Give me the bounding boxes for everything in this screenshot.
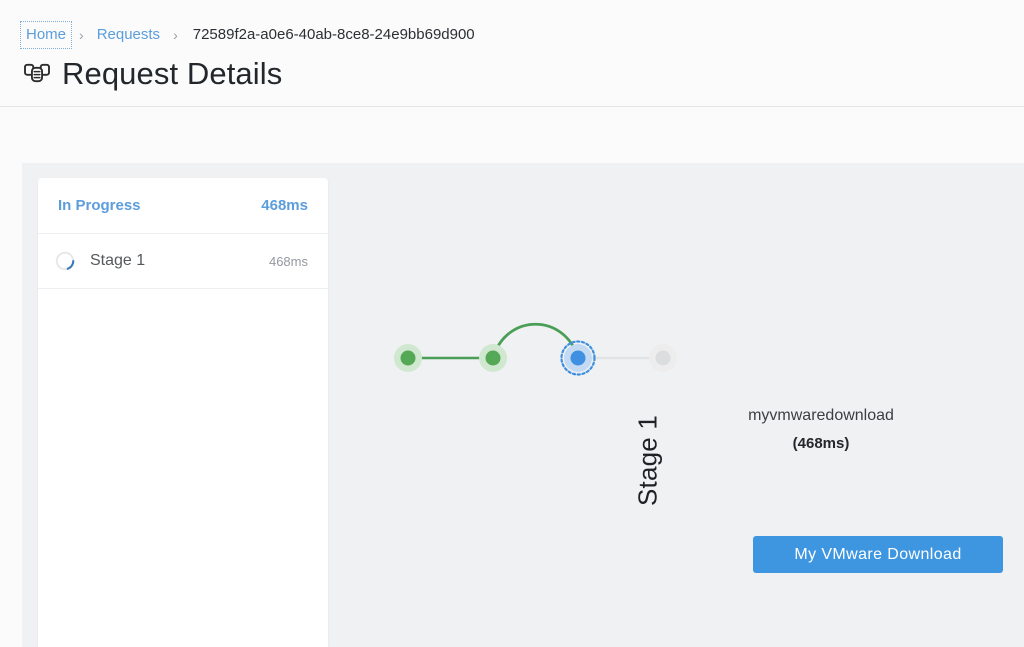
stage-list-panel: In Progress 468ms Stage 1 468ms — [38, 178, 328, 647]
breadcrumb-link-requests[interactable]: Requests — [96, 26, 161, 43]
stage-list-item-label: Stage 1 — [90, 252, 146, 269]
graph-node-label: myvmwaredownload (468ms) — [706, 402, 936, 458]
request-status-header[interactable]: In Progress 468ms — [38, 178, 328, 234]
stage-list-item[interactable]: Stage 1 468ms — [38, 234, 328, 289]
breadcrumb-link-home[interactable]: Home — [19, 21, 73, 49]
spinner-icon — [55, 251, 75, 271]
status-duration: 468ms — [261, 197, 308, 214]
status-badge: In Progress — [58, 197, 141, 214]
content-panel: In Progress 468ms Stage 1 468ms — [22, 163, 1024, 647]
page-header: Home › Requests › 72589f2a-a0e6-40ab-8ce… — [0, 0, 1024, 107]
stage-graph-canvas — [394, 323, 677, 376]
graph-node-active[interactable] — [560, 340, 596, 376]
graph-edge — [491, 323, 580, 360]
graph-node-label-duration: (468ms) — [792, 435, 850, 452]
graph-node-completed[interactable] — [479, 344, 507, 372]
graph-node-completed[interactable] — [394, 344, 422, 372]
stage-list-item-duration: 468ms — [268, 253, 308, 269]
stage-axis-label: Stage 1 — [632, 414, 663, 507]
stage-graph: myvmwaredownload (468ms) Stage 1 My VMwa… — [328, 163, 1024, 647]
graph-node-pending[interactable] — [649, 344, 677, 372]
cluster-icon — [24, 63, 50, 83]
breadcrumb-separator-icon: › — [79, 27, 84, 43]
page-title: Request Details — [62, 56, 283, 91]
my-vmware-download-button[interactable]: My VMware Download — [753, 536, 1003, 573]
page-content: In Progress 468ms Stage 1 468ms — [0, 107, 1024, 647]
breadcrumb-current-request-id: 72589f2a-a0e6-40ab-8ce8-24e9bb69d900 — [192, 26, 475, 43]
graph-node-label-name: myvmwaredownload — [748, 407, 894, 424]
breadcrumb: Home › Requests › 72589f2a-a0e6-40ab-8ce… — [19, 21, 475, 49]
breadcrumb-separator-icon: › — [173, 27, 178, 43]
page-title-row: Request Details — [22, 56, 282, 92]
